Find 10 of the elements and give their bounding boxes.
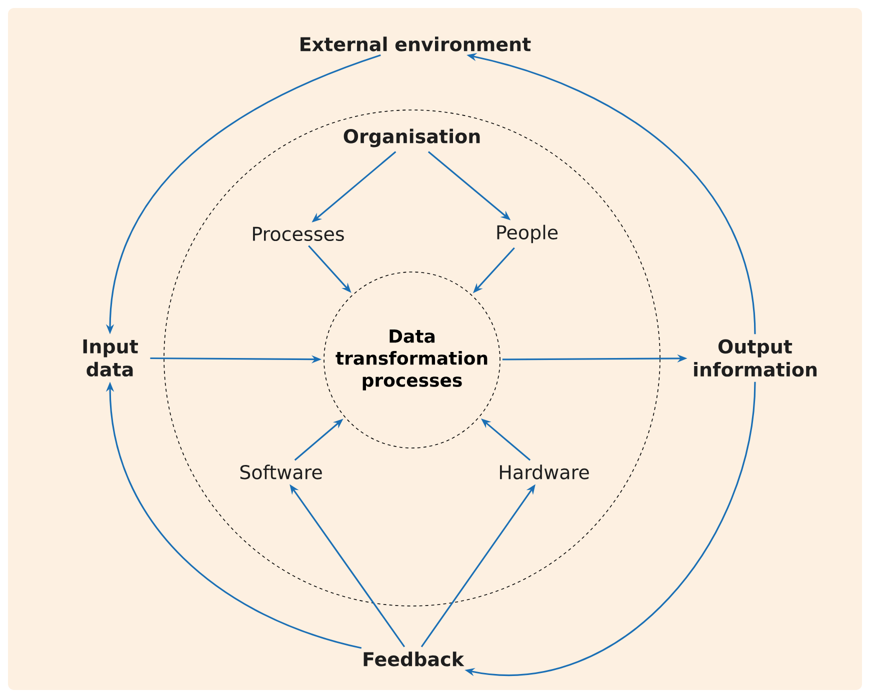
node-label: Organisation — [344, 128, 480, 148]
node-label: Processes — [253, 226, 344, 242]
node-label: Hardware — [500, 464, 589, 480]
node-label: Output information — [694, 339, 817, 377]
node-label: Input data — [83, 339, 138, 377]
dashed-circle — [164, 110, 660, 606]
node-label: Feedback — [364, 652, 464, 666]
node-label: People — [497, 224, 558, 244]
node-label: Software — [240, 464, 322, 480]
node-label: External environment — [300, 36, 531, 52]
